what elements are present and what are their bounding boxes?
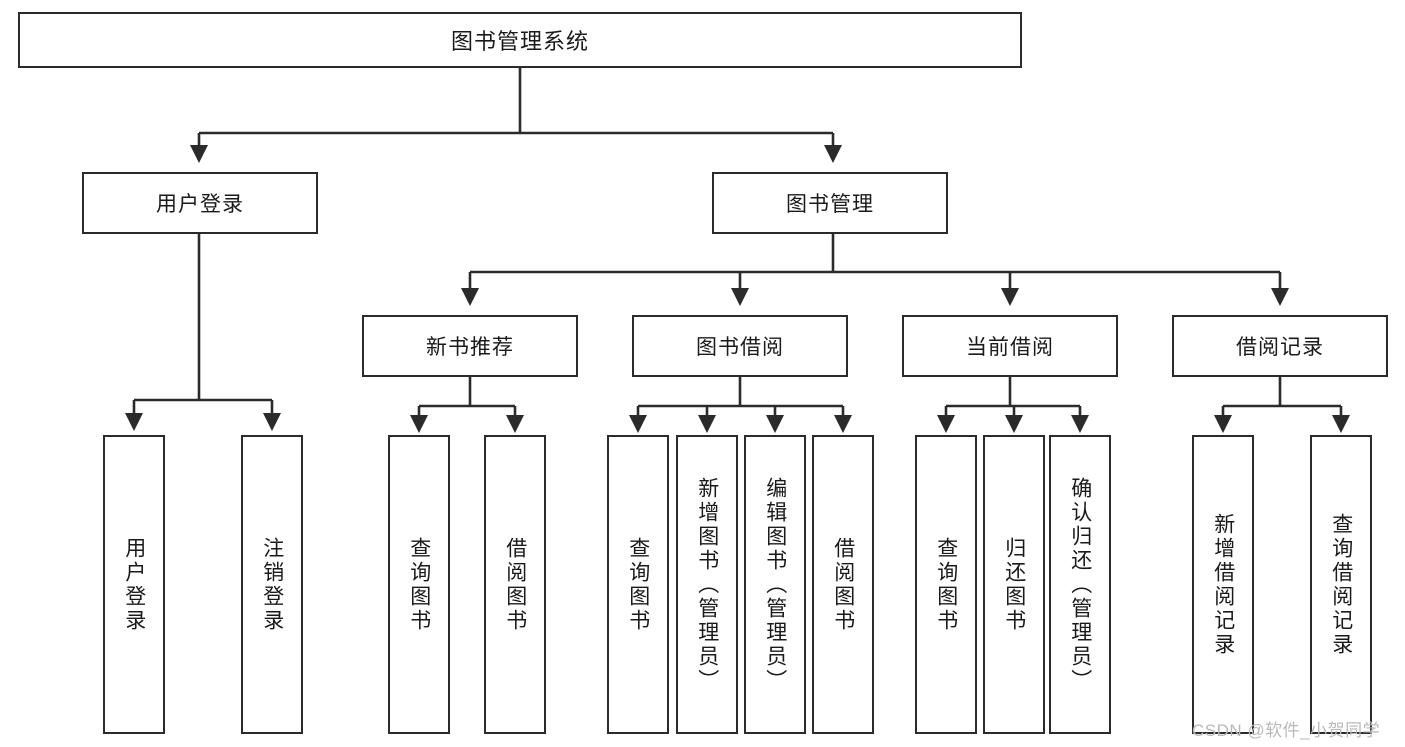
node-root-system[interactable]: 图书管理系统 [18,12,1022,68]
leaf-user-login-signin[interactable]: 用户登录 [103,435,165,734]
leaf-current-return-book[interactable]: 归还图书 [983,435,1045,734]
node-book-management[interactable]: 图书管理 [712,172,948,234]
node-label: 新书推荐 [426,336,514,359]
leaf-user-login-signout[interactable]: 注销登录 [241,435,303,734]
leaf-current-query-book[interactable]: 查询图书 [915,435,977,734]
node-label: 查询图书 [626,536,650,633]
node-label: 用户登录 [122,536,146,633]
node-label: 编辑图书（管理员） [763,476,787,693]
node-label: 借阅记录 [1236,336,1324,359]
node-label: 查询图书 [407,536,431,633]
node-label: 图书管理 [786,193,874,216]
leaf-borrow-query-book[interactable]: 查询图书 [607,435,669,734]
node-label: 图书借阅 [696,336,784,359]
node-user-login[interactable]: 用户登录 [82,172,318,234]
node-label: 图书管理系统 [450,29,589,54]
node-label: 新增图书（管理员） [695,476,719,693]
leaf-new-book-query[interactable]: 查询图书 [388,435,450,734]
leaf-records-query-record[interactable]: 查询借阅记录 [1310,435,1372,734]
csdn-watermark: CSDN @软件_小贺同学 [1192,721,1381,740]
node-label: 注销登录 [260,536,284,633]
node-label: 新增借阅记录 [1211,512,1235,657]
node-label: 借阅图书 [831,536,855,633]
leaf-new-book-borrow[interactable]: 借阅图书 [484,435,546,734]
node-label: 查询借阅记录 [1329,512,1353,657]
node-borrow-records[interactable]: 借阅记录 [1172,315,1388,377]
leaf-current-confirm-return-admin[interactable]: 确认归还（管理员） [1049,435,1111,734]
node-label: 当前借阅 [966,336,1054,359]
node-label: 归还图书 [1002,536,1026,633]
leaf-borrow-edit-book-admin[interactable]: 编辑图书（管理员） [744,435,806,734]
node-new-book-recommend[interactable]: 新书推荐 [362,315,578,377]
node-current-borrow[interactable]: 当前借阅 [902,315,1118,377]
node-label: 借阅图书 [503,536,527,633]
node-book-borrow[interactable]: 图书借阅 [632,315,848,377]
node-label: 用户登录 [156,193,244,216]
node-label: 查询图书 [934,536,958,633]
leaf-borrow-borrow-book[interactable]: 借阅图书 [812,435,874,734]
leaf-records-add-record[interactable]: 新增借阅记录 [1192,435,1254,734]
node-label: 确认归还（管理员） [1068,476,1092,693]
leaf-borrow-add-book-admin[interactable]: 新增图书（管理员） [676,435,738,734]
